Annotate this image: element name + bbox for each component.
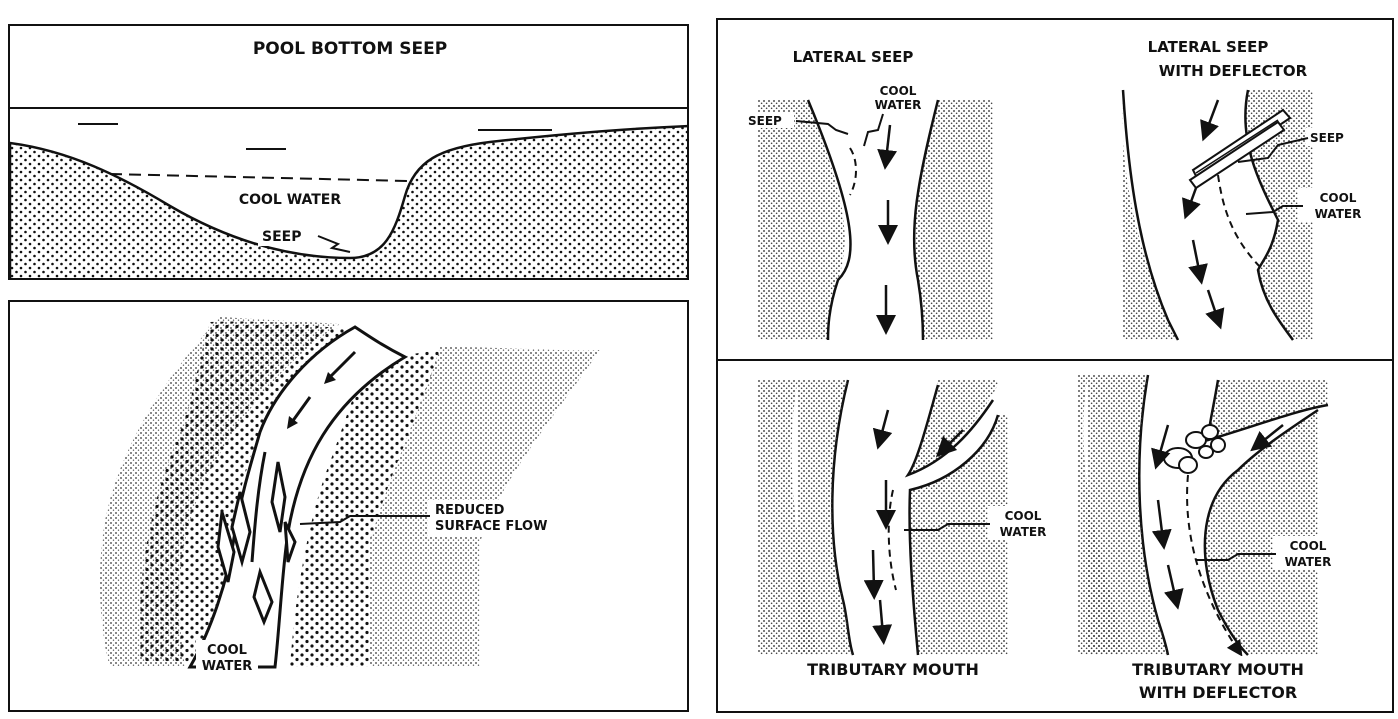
deflector-rocks [1164, 425, 1225, 473]
reduced-label-line2: SURFACE FLOW [435, 519, 547, 534]
right-panel: LATERAL SEEP COOL WATER SEEP [716, 18, 1394, 713]
lateral-seep-title: LATERAL SEEP [793, 48, 914, 66]
lateral-seep-seep-label: SEEP [748, 114, 782, 128]
seep-label: SEEP [262, 229, 301, 245]
reduced-label-line1: REDUCED [435, 503, 505, 518]
tributary-mouth-diagram: COOL WATER TRIBUTARY MOUTH [758, 380, 1056, 679]
right-panel-diagram: LATERAL SEEP COOL WATER SEEP [718, 20, 1394, 713]
lateral-seep-deflector-diagram: LATERAL SEEP WITH DEFLECTOR SEEP COOL WA… [1122, 38, 1368, 340]
reduced-surface-flow-diagram: REDUCED SURFACE FLOW COOL WATER [10, 302, 689, 712]
lateral-seep-diagram: LATERAL SEEP COOL WATER SEEP [744, 48, 993, 340]
tributary-mouth-title: TRIBUTARY MOUTH [807, 660, 979, 679]
tributary-mouth-deflector-diagram: COOL WATER TRIBUTARY MOUTH WITH DEFLECTO… [1078, 375, 1348, 702]
cool-water-label: COOL WATER [239, 192, 342, 208]
lateral-seep-cool-line1: COOL [880, 84, 917, 98]
tributary-mouth-deflector-title-line1: TRIBUTARY MOUTH [1132, 660, 1304, 679]
tributary-mouth-deflector-cool-line2: WATER [1285, 555, 1332, 569]
lateral-seep-deflector-title-line2: WITH DEFLECTOR [1159, 62, 1308, 80]
pool-bottom-seep-panel: COOL WATER SEEP POOL BOTTOM SEEP [8, 24, 689, 280]
cool-water-boundary [110, 174, 408, 181]
pool-bottom-seep-diagram: COOL WATER SEEP POOL BOTTOM SEEP [10, 26, 689, 280]
lateral-seep-cool-line2: WATER [875, 98, 922, 112]
seep-arrow [318, 236, 350, 252]
lateral-seep-deflector-seep-label: SEEP [1310, 131, 1344, 145]
tributary-mouth-deflector-cool-line1: COOL [1290, 539, 1327, 553]
cool-water-label-line2: WATER [202, 659, 253, 674]
reduced-surface-flow-panel: REDUCED SURFACE FLOW COOL WATER [8, 300, 689, 712]
lateral-seep-deflector-cool-line1: COOL [1320, 191, 1357, 205]
cool-water-label-line1: COOL [207, 643, 247, 658]
tributary-mouth-deflector-title-line2: WITH DEFLECTOR [1139, 683, 1297, 702]
tributary-mouth-cool-line1: COOL [1005, 509, 1042, 523]
pool-bottom-seep-title: POOL BOTTOM SEEP [253, 39, 447, 59]
tributary-mouth-cool-line2: WATER [1000, 525, 1047, 539]
lateral-seep-deflector-cool-line2: WATER [1315, 207, 1362, 221]
lateral-seep-deflector-title-line1: LATERAL SEEP [1148, 38, 1269, 56]
